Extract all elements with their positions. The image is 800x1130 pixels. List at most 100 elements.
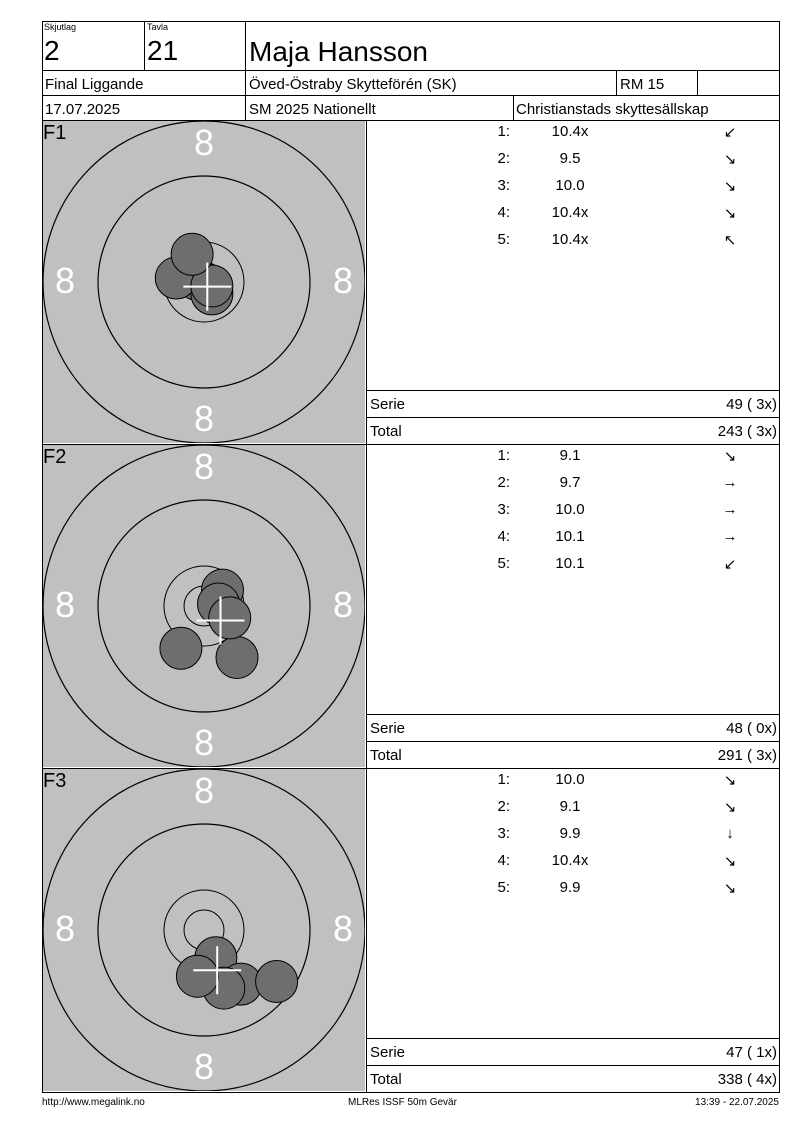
total-label: Total xyxy=(370,1071,402,1088)
ring-9 xyxy=(97,499,311,713)
ring-number-top: 8 xyxy=(194,770,214,811)
event-name: Final Liggande xyxy=(45,76,144,93)
footer-software: MLRes ISSF 50m Gevär xyxy=(348,1097,457,1108)
shot-row: 2:9.5↘ xyxy=(470,150,780,176)
direction-arrow-icon: ↘ xyxy=(723,448,737,465)
shot-hole-2 xyxy=(215,635,259,679)
ring-number-top: 8 xyxy=(194,446,214,487)
shot-score: 10.4x xyxy=(551,123,589,140)
ring-number-left: 8 xyxy=(55,260,75,301)
date: 17.07.2025 xyxy=(45,101,121,118)
serie-score: 48 ( 0x) xyxy=(726,720,777,737)
shot-index: 4: xyxy=(497,528,510,545)
shot-index: 3: xyxy=(497,825,510,842)
direction-arrow-icon: ↘ xyxy=(723,799,737,816)
shooter-name: Maja Hansson xyxy=(249,36,428,67)
direction-arrow-icon: ↘ xyxy=(723,178,737,195)
footer-website[interactable]: http://www.megalink.no xyxy=(42,1097,145,1108)
ring-number-left: 8 xyxy=(55,584,75,625)
direction-arrow-icon: ↖ xyxy=(723,232,737,249)
ring-9 xyxy=(97,175,311,389)
shot-index: 1: xyxy=(497,771,510,788)
club-code: RM 15 xyxy=(620,76,665,93)
ring-number-bottom: 8 xyxy=(194,398,214,439)
direction-arrow-icon: ↘ xyxy=(723,880,737,897)
shot-index: 2: xyxy=(497,150,510,167)
shot-score: 10.1 xyxy=(555,555,585,572)
group-center-cross xyxy=(193,946,242,995)
target-image-f1: 8 8 8 8 xyxy=(43,121,365,443)
shot-index: 5: xyxy=(497,231,510,248)
total-score: 291 ( 3x) xyxy=(717,747,777,764)
shot-row: 3:10.0→ xyxy=(470,501,780,527)
shot-index: 5: xyxy=(497,879,510,896)
shot-row: 1: 10.0 ↘ xyxy=(470,771,780,797)
competition-name: SM 2025 Nationellt xyxy=(249,101,376,118)
shot-index: 5: xyxy=(497,555,510,572)
total-score: 338 ( 4x) xyxy=(717,1071,777,1088)
shot-score: 10.1 xyxy=(555,528,585,545)
group-center-cross xyxy=(196,596,245,645)
target-image-f2: 8 8 8 8 xyxy=(43,445,365,767)
shot-score: 10.0 xyxy=(555,501,585,518)
shot-row: 1:9.1↘ xyxy=(470,447,780,473)
ring-number-bottom: 8 xyxy=(194,722,214,763)
shot-hole-4 xyxy=(175,954,219,998)
group-center-cross xyxy=(183,262,232,311)
shot-score: 9.7 xyxy=(559,474,581,491)
shot-index: 3: xyxy=(497,177,510,194)
serie-label: Serie xyxy=(370,396,406,413)
shot-hole-5 xyxy=(170,232,214,276)
shot-index: 3: xyxy=(497,501,510,518)
shot-score: 9.5 xyxy=(559,150,581,167)
series-label-f1: F1 xyxy=(43,122,67,144)
ring-number-right: 8 xyxy=(333,260,353,301)
ring-number-top: 8 xyxy=(194,122,214,163)
direction-arrow-icon: ↘ xyxy=(723,853,737,870)
organizer-name: Christianstads skyttesällskap xyxy=(516,101,709,118)
shot-row: 5:10.1↙ xyxy=(470,555,780,581)
shot-index: 4: xyxy=(497,204,510,221)
relay-value: 2 xyxy=(44,35,60,66)
direction-arrow-icon: ↓ xyxy=(726,825,734,842)
ring-number-right: 8 xyxy=(333,584,353,625)
shot-hole-5 xyxy=(208,596,252,640)
shot-index: 4: xyxy=(497,852,510,869)
direction-arrow-icon: → xyxy=(722,474,738,491)
shot-score: 9.1 xyxy=(559,798,581,815)
shot-index: 1: xyxy=(497,123,510,140)
direction-arrow-icon: ↘ xyxy=(723,772,737,789)
ring-9 xyxy=(97,823,311,1037)
shot-row: 1: 10.4x ↙ xyxy=(470,123,780,149)
serie-score: 47 ( 1x) xyxy=(726,1044,777,1061)
total-label: Total xyxy=(370,747,402,764)
shot-index: 2: xyxy=(497,798,510,815)
shot-score: 10.4x xyxy=(551,231,589,248)
shot-row: 3:10.0↘ xyxy=(470,177,780,203)
shot-index: 2: xyxy=(497,474,510,491)
shot-hole-5 xyxy=(255,959,299,1003)
direction-arrow-icon: ↘ xyxy=(723,205,737,222)
footer-timestamp: 13:39 - 22.07.2025 xyxy=(695,1097,779,1108)
shot-score: 10.4x xyxy=(551,204,589,221)
shot-score: 10.4x xyxy=(551,852,589,869)
total-label: Total xyxy=(370,423,402,440)
ring-number-left: 8 xyxy=(55,908,75,949)
shot-score: 10.0 xyxy=(555,771,585,788)
shot-row: 4: 10.1 → xyxy=(470,528,780,554)
shot-score: 9.1 xyxy=(559,447,581,464)
series-label-f3: F3 xyxy=(43,770,67,792)
direction-arrow-icon: ↙ xyxy=(723,124,737,141)
shot-row: 5: 9.9 ↘ xyxy=(470,879,780,905)
serie-score: 49 ( 3x) xyxy=(726,396,777,413)
ring-number-bottom: 8 xyxy=(194,1046,214,1087)
shot-score: 9.9 xyxy=(559,879,581,896)
shot-row: 2: 9.1 ↘ xyxy=(470,798,780,824)
target-background xyxy=(43,769,365,1091)
shot-row: 4: 10.4x ↘ xyxy=(470,852,780,878)
shot-row: 3:9.9↓ xyxy=(470,825,780,851)
series-label-f2: F2 xyxy=(43,446,67,468)
direction-arrow-icon: → xyxy=(722,528,738,545)
lane-label: Tavla xyxy=(147,22,169,32)
